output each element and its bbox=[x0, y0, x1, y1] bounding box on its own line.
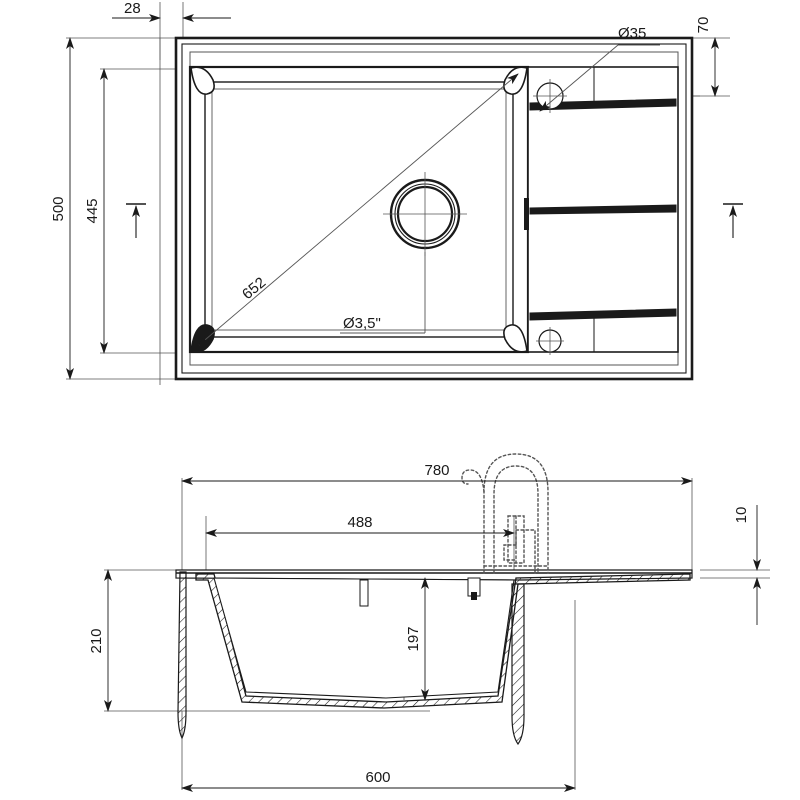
dim-445: 445 bbox=[84, 68, 108, 354]
dim-500: 500 bbox=[50, 37, 74, 380]
dim-780-label: 780 bbox=[424, 462, 449, 479]
dim-600: 600 bbox=[181, 769, 576, 792]
dim-210: 210 bbox=[88, 569, 112, 712]
dim-tap-hole-leader: Ø35 bbox=[539, 25, 660, 112]
dim-500-label: 500 bbox=[50, 196, 67, 221]
section-view: 780 488 10 210 197 600 bbox=[88, 453, 770, 792]
dim-210-label: 210 bbox=[88, 628, 105, 653]
dim-780: 780 bbox=[181, 462, 693, 485]
dim-600-label: 600 bbox=[365, 769, 390, 786]
diagonal-dimension bbox=[198, 73, 519, 346]
dim-488: 488 bbox=[205, 514, 515, 537]
dim-70-label: 70 bbox=[695, 17, 712, 34]
top-view: 28 500 445 652 Ø3,5" bbox=[50, 0, 743, 381]
faucet-outline bbox=[461, 453, 549, 574]
dim-197-label: 197 bbox=[405, 626, 422, 651]
dim-70: 70 bbox=[695, 17, 719, 97]
dim-tap-hole-label: Ø35 bbox=[618, 25, 646, 42]
dim-10-label: 10 bbox=[733, 507, 750, 524]
dim-445-label: 445 bbox=[84, 198, 101, 223]
dim-drain-leader: Ø3,5" bbox=[340, 252, 426, 334]
dim-197: 197 bbox=[405, 577, 429, 701]
drainboard bbox=[524, 66, 679, 353]
dim-28: 28 bbox=[112, 0, 231, 22]
dim-488-label: 488 bbox=[347, 514, 372, 531]
tap-hole-lower bbox=[536, 327, 564, 355]
sink-section-body bbox=[175, 569, 693, 746]
dim-10: 10 bbox=[733, 505, 761, 625]
center-mark-right bbox=[723, 203, 743, 238]
drain-outlet-section bbox=[467, 577, 481, 600]
center-mark-left bbox=[126, 203, 146, 238]
dim-28-label: 28 bbox=[124, 0, 141, 17]
dim-drain-label: Ø3,5" bbox=[343, 315, 381, 332]
